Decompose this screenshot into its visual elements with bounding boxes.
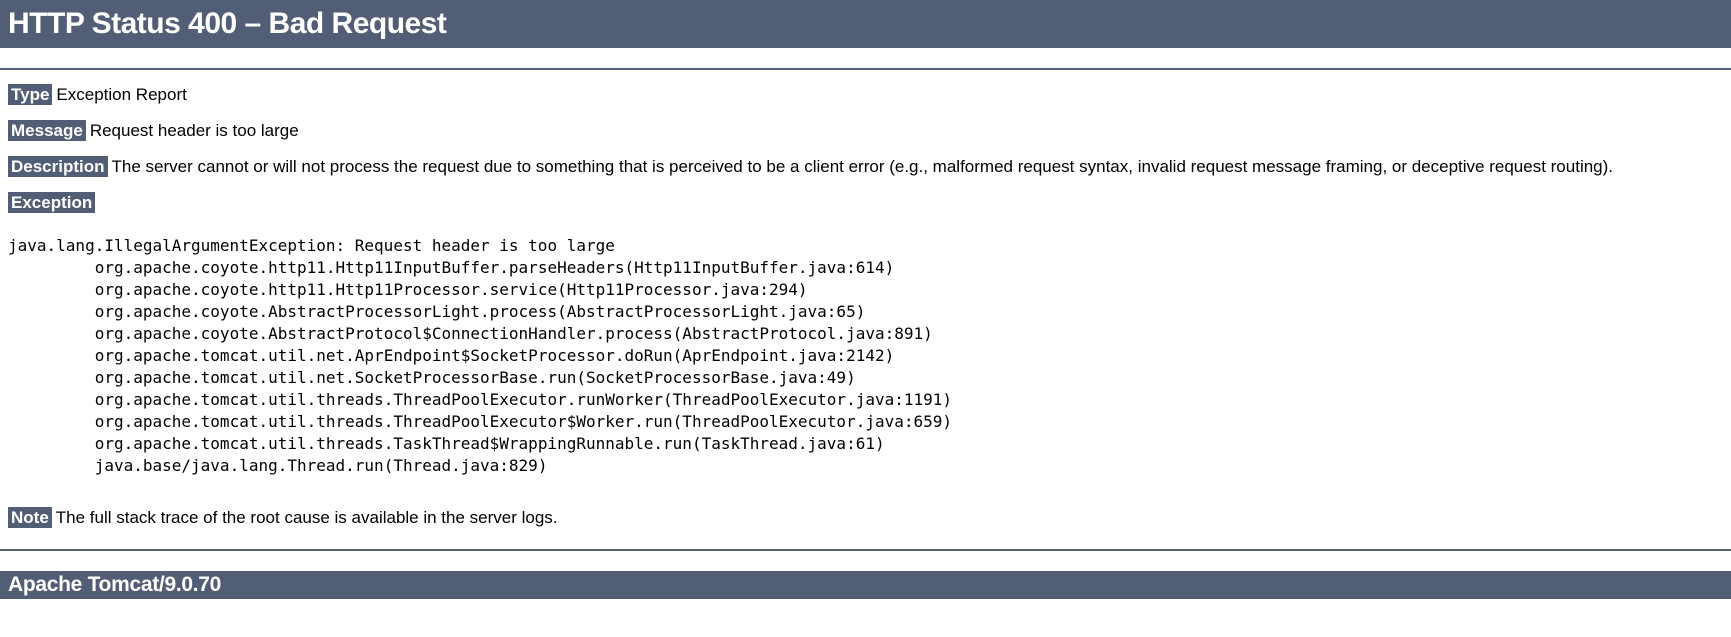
divider-bottom bbox=[0, 549, 1731, 551]
stack-trace: java.lang.IllegalArgumentException: Requ… bbox=[8, 236, 953, 475]
message-label-badge: Message bbox=[8, 120, 86, 141]
note-value: The full stack trace of the root cause i… bbox=[55, 508, 558, 527]
note-label-badge: Note bbox=[8, 507, 52, 528]
divider-top bbox=[0, 68, 1731, 70]
type-label-badge: Type bbox=[8, 84, 53, 105]
page-title: HTTP Status 400 – Bad Request bbox=[0, 0, 1731, 48]
report-row-exception: Exception bbox=[8, 192, 1723, 214]
type-value: Exception Report bbox=[56, 85, 187, 104]
message-value: Request header is too large bbox=[89, 121, 299, 140]
footer-version-bar: Apache Tomcat/9.0.70 bbox=[0, 571, 1731, 599]
description-value: The server cannot or will not process th… bbox=[111, 157, 1614, 176]
description-label-badge: Description bbox=[8, 156, 108, 177]
exception-heading-badge: Exception bbox=[8, 192, 96, 213]
